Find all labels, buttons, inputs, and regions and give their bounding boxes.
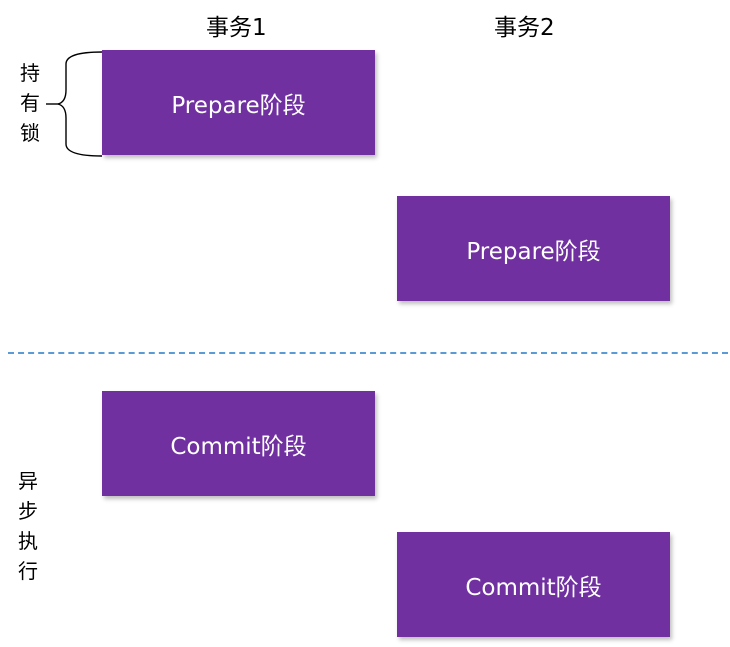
hold-lock-char: 持	[20, 61, 40, 85]
async-exec-char: 行	[18, 559, 38, 583]
box-label: Commit阶段	[170, 433, 307, 460]
phase-divider-dashed-line	[8, 352, 728, 354]
async-exec-char: 步	[18, 499, 38, 523]
async-execution-label: 异 步 执 行	[18, 466, 38, 586]
transaction-2-commit-box: Commit阶段	[397, 532, 670, 637]
async-exec-char: 执	[18, 529, 38, 553]
transaction-2-prepare-box: Prepare阶段	[397, 196, 670, 301]
hold-lock-char: 锁	[20, 121, 40, 145]
column-header-transaction-2: 事务2	[494, 15, 555, 41]
transaction-1-prepare-box: Prepare阶段	[102, 50, 375, 155]
transaction-1-commit-box: Commit阶段	[102, 391, 375, 496]
box-label: Prepare阶段	[171, 92, 306, 119]
lock-scope-brace	[46, 51, 103, 157]
async-exec-char: 异	[18, 469, 38, 493]
box-label: Commit阶段	[465, 574, 602, 601]
brace-curve	[57, 51, 103, 157]
column-header-transaction-1: 事务1	[206, 15, 267, 41]
hold-lock-label: 持 有 锁	[20, 58, 40, 148]
hold-lock-char: 有	[20, 91, 40, 115]
box-label: Prepare阶段	[466, 238, 601, 265]
